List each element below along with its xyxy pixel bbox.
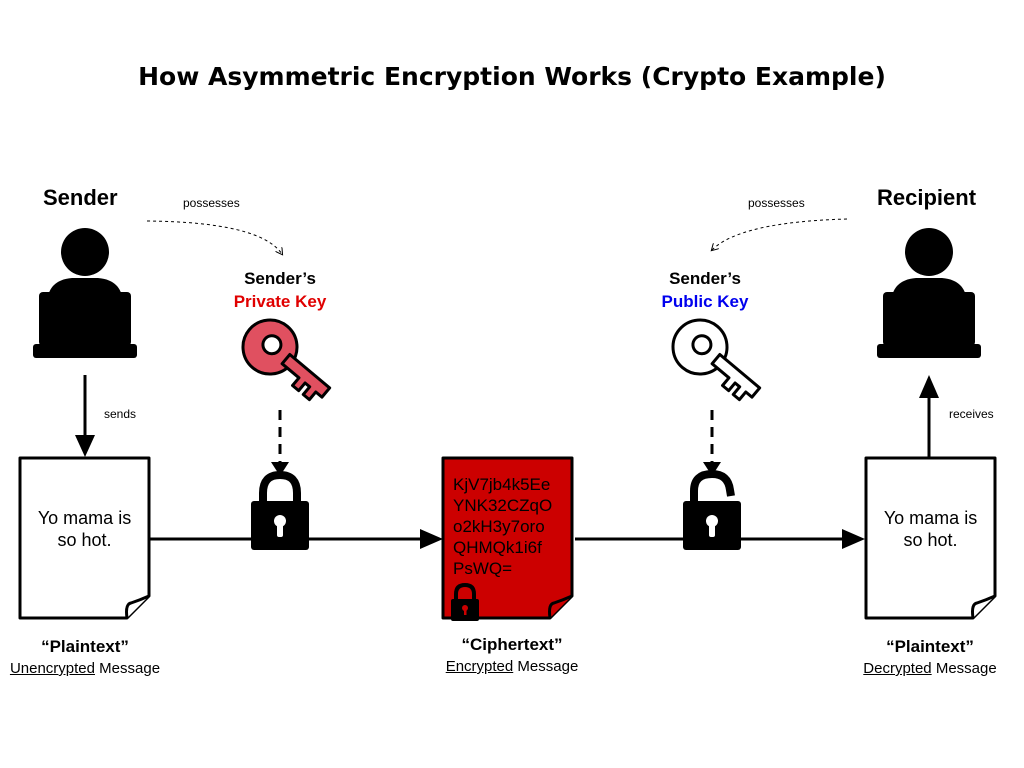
private-key-owner: Sender’s xyxy=(244,269,316,288)
plaintext-left-caption: “Plaintext” Unencrypted Message xyxy=(0,636,170,680)
plaintext-left-caption-subtitle: Unencrypted Message xyxy=(0,658,170,680)
ciphertext-caption: “Ciphertext” Encrypted Message xyxy=(427,634,597,678)
receives-label: receives xyxy=(949,407,994,421)
ciphertext-line: KjV7jb4k5Ee xyxy=(453,475,551,494)
ciphertext-line: QHMQk1i6f xyxy=(453,538,542,557)
recipient-possesses-label: possesses xyxy=(748,196,805,210)
plaintext-document-right xyxy=(864,456,997,620)
recipient-possesses-arrow xyxy=(712,218,848,250)
ciphertext-caption-rest: Message xyxy=(513,658,579,675)
plaintext-right-caption-title: “Plaintext” xyxy=(886,637,974,656)
ciphertext-caption-subtitle: Encrypted Message xyxy=(427,656,597,678)
plaintext-right-line1: Yo mama is xyxy=(883,508,978,528)
private-key-label: Sender’s Private Key xyxy=(200,267,360,313)
sender-label: Sender xyxy=(43,185,118,210)
plaintext-left-line2: so hot. xyxy=(57,530,112,550)
plaintext-right-caption-underlined: Decrypted xyxy=(863,660,932,677)
recipient-person-icon xyxy=(877,228,981,358)
diagram-title: How Asymmetric Encryption Works (Crypto … xyxy=(138,62,886,91)
public-key-owner: Sender’s xyxy=(669,269,741,288)
ciphertext-line: o2kH3y7oro xyxy=(453,517,545,536)
sender-possesses-label: possesses xyxy=(183,196,240,210)
plaintext-right-caption-rest: Message xyxy=(931,660,997,677)
plaintext-document-left xyxy=(18,456,151,620)
plaintext-right-line2: so hot. xyxy=(903,530,958,550)
sender-possesses-arrow xyxy=(146,220,282,254)
private-key-name: Private Key xyxy=(233,292,327,311)
ciphertext-lock-icon xyxy=(451,582,479,621)
ciphertext-document xyxy=(441,456,574,620)
ciphertext-caption-title: “Ciphertext” xyxy=(461,635,563,654)
ciphertext-caption-underlined: Encrypted xyxy=(445,658,514,675)
ciphertext-message: KjV7jb4k5Ee YNK32CZqO o2kH3y7oro QHMQk1i… xyxy=(453,474,571,579)
ciphertext-line: YNK32CZqO xyxy=(453,496,553,515)
sends-label: sends xyxy=(104,407,137,421)
plaintext-right-caption: “Plaintext” Decrypted Message xyxy=(845,636,1015,680)
public-key-icon xyxy=(671,318,762,402)
plaintext-left-caption-underlined: Unencrypted xyxy=(9,660,95,677)
plaintext-left-line1: Yo mama is xyxy=(37,508,132,528)
plaintext-right-caption-subtitle: Decrypted Message xyxy=(845,658,1015,680)
private-key-icon xyxy=(241,318,332,402)
plaintext-left-message: Yo mama is so hot. xyxy=(20,507,149,551)
plaintext-left-caption-rest: Message xyxy=(95,660,161,677)
closed-padlock-icon xyxy=(251,470,309,550)
plaintext-left-caption-title: “Plaintext” xyxy=(41,637,129,656)
public-key-name: Public Key xyxy=(661,292,749,311)
recipient-label: Recipient xyxy=(877,185,977,210)
plaintext-right-message: Yo mama is so hot. xyxy=(866,507,995,551)
sender-person-icon xyxy=(33,228,137,358)
public-key-label: Sender’s Public Key xyxy=(625,267,785,313)
open-padlock-icon xyxy=(683,469,741,550)
ciphertext-line: PsWQ= xyxy=(453,559,513,578)
